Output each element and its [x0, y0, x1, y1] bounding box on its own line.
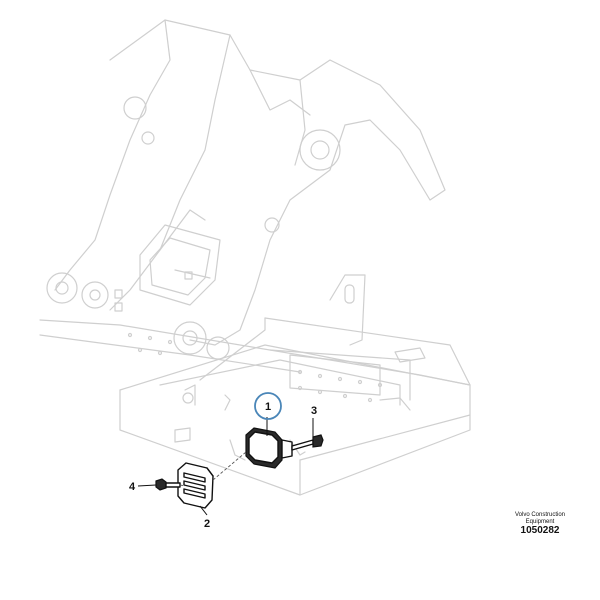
chassis-frame-ghost: [39, 317, 471, 496]
callout-3: 3: [311, 405, 317, 417]
boom-structure-ghost: [46, 19, 446, 360]
part-2-grille-bracket: [177, 462, 214, 509]
credit-line-2: Equipment: [525, 519, 555, 525]
manufacturer-credit: Volvo Construction Equipment: [495, 512, 585, 526]
assembly-line-part-2: [212, 451, 247, 481]
callout-4: 4: [129, 481, 136, 493]
callout-1: 1: [265, 401, 271, 413]
callout-2: 2: [204, 518, 210, 530]
callout-leaders: [137, 417, 314, 516]
callout-1-highlight-ring: [254, 392, 282, 420]
credit-line-1: Volvo Construction: [514, 512, 566, 518]
part-4-bolt: [155, 478, 186, 491]
part-1-work-lamp: [245, 427, 293, 469]
part-3-screw: [291, 434, 324, 451]
figure-reference-number: 1050282: [520, 525, 560, 536]
